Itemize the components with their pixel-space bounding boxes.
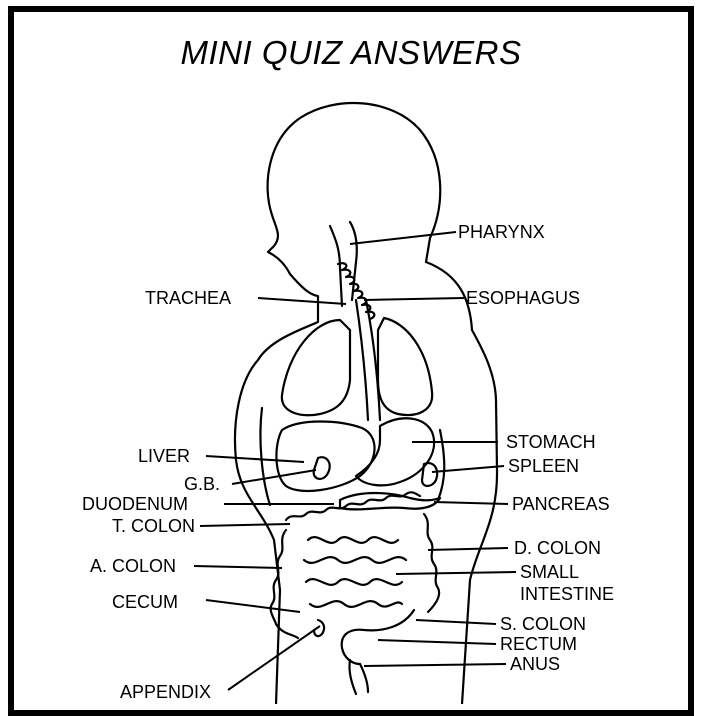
right-lung xyxy=(378,318,432,415)
gall-bladder xyxy=(314,457,330,479)
label-sigmoid-colon: S. COLON xyxy=(500,614,586,634)
descending-colon xyxy=(424,514,439,612)
label-duodenum: DUODENUM xyxy=(82,494,188,514)
label-pancreas: PANCREAS xyxy=(512,494,610,514)
label-spleen: SPLEEN xyxy=(508,456,579,476)
label-liver: LIVER xyxy=(138,446,190,466)
label-small-intestine-line1: SMALL xyxy=(520,562,579,582)
label-transverse-colon: T. COLON xyxy=(112,516,195,536)
label-cecum: CECUM xyxy=(112,592,178,612)
label-pharynx: PHARYNX xyxy=(458,222,545,242)
small-intestine-loops xyxy=(304,537,406,607)
label-appendix: APPENDIX xyxy=(120,682,211,702)
label-small-intestine-line2: INTESTINE xyxy=(520,584,614,604)
label-ascending-colon: A. COLON xyxy=(90,556,176,576)
spleen-shape xyxy=(422,463,437,486)
label-rectum: RECTUM xyxy=(500,634,577,654)
label-anus: ANUS xyxy=(510,654,560,674)
label-esophagus: ESOPHAGUS xyxy=(466,288,580,308)
label-trachea: TRACHEA xyxy=(145,288,231,308)
label-stomach: STOMACH xyxy=(506,432,596,452)
esophagus-tube xyxy=(356,300,380,420)
label-gall-bladder: G.B. xyxy=(184,474,220,494)
label-descending-colon: D. COLON xyxy=(514,538,601,558)
sigmoid-colon xyxy=(342,610,414,664)
